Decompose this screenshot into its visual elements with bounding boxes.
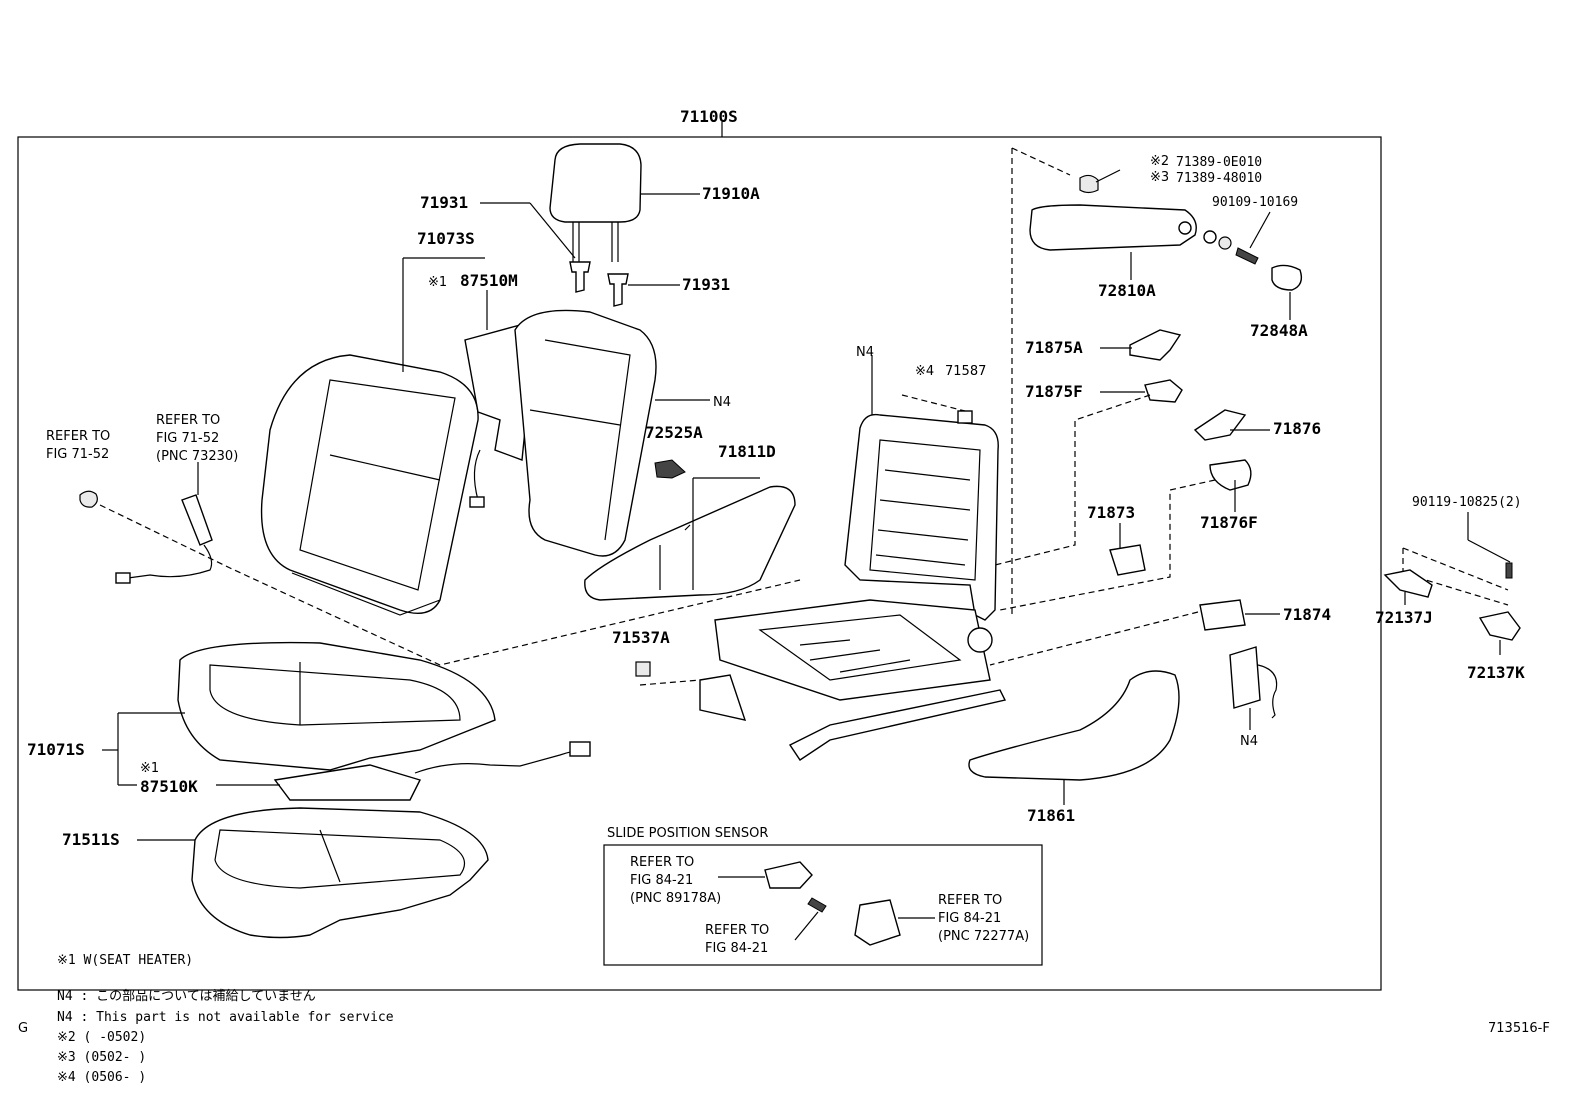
label-72525A: 72525A bbox=[645, 423, 703, 442]
label-71389-48010: 71389-48010 bbox=[1176, 171, 1262, 186]
bolt-drawing bbox=[1505, 562, 1513, 579]
headrest-guide-drawing bbox=[569, 261, 629, 307]
grommet-drawing bbox=[79, 490, 98, 508]
label-71910A: 71910A bbox=[702, 184, 760, 203]
clip-72525A-drawing bbox=[654, 459, 686, 479]
sensor-ref-a-line3: (PNC 89178A) bbox=[630, 891, 721, 906]
seatback-cover-drawing bbox=[260, 354, 479, 616]
label-71537A: 71537A bbox=[612, 628, 670, 647]
label-71874: 71874 bbox=[1283, 605, 1331, 624]
headrest-drawing bbox=[549, 143, 642, 262]
label-71931-lower: 71931 bbox=[682, 275, 730, 294]
refer-left-b-line2: FIG 71-52 bbox=[156, 431, 219, 446]
label-90109-10169: 90109-10169 bbox=[1212, 195, 1298, 210]
label-87510M: 87510M bbox=[460, 271, 518, 290]
mark-87510K: ※1 bbox=[140, 761, 159, 776]
label-71511S: 71511S bbox=[62, 830, 120, 849]
mark-71389-0E010: ※2 bbox=[1150, 154, 1169, 169]
cushion-heater-drawing bbox=[273, 741, 591, 801]
label-71931-upper: 71931 bbox=[420, 193, 468, 212]
hinge-covers-drawing bbox=[1109, 329, 1252, 631]
label-72810A: 72810A bbox=[1098, 281, 1156, 300]
seat-switch-drawing bbox=[1229, 646, 1278, 719]
label-n4-frame: N4 bbox=[856, 345, 874, 360]
label-71587: 71587 bbox=[945, 364, 986, 379]
label-71071S: 71071S bbox=[27, 740, 85, 759]
seatback-pad-drawing bbox=[514, 309, 657, 557]
label-71876F: 71876F bbox=[1200, 513, 1258, 532]
mark-71587: ※4 bbox=[915, 364, 934, 379]
mark-71389-48010: ※3 bbox=[1150, 170, 1169, 185]
note-mark2: ※2 ( -0502) bbox=[57, 1030, 146, 1045]
label-n4-back: N4 bbox=[713, 395, 731, 410]
note-mark4: ※4 (0506- ) bbox=[57, 1070, 146, 1085]
note-n4-en: N4 : This part is not available for serv… bbox=[57, 1010, 394, 1025]
pad-71587-drawing bbox=[957, 410, 973, 424]
sensor-ref-c-line2: FIG 84-21 bbox=[938, 911, 1001, 926]
label-n4-side: N4 bbox=[1240, 734, 1258, 749]
seat-frame-drawing bbox=[699, 413, 1007, 761]
label-72137K: 72137K bbox=[1467, 663, 1525, 682]
sensor-box-title: SLIDE POSITION SENSOR bbox=[607, 826, 768, 841]
slide-sensor-drawing bbox=[764, 861, 901, 946]
refer-left-a-line2: FIG 71-52 bbox=[46, 447, 109, 462]
buckle-drawing bbox=[115, 494, 213, 584]
inner-shield-drawing bbox=[584, 485, 796, 601]
refer-left-b-line3: (PNC 73230) bbox=[156, 449, 238, 464]
sensor-ref-a-line2: FIG 84-21 bbox=[630, 873, 693, 888]
sensor-ref-b-line1: REFER TO bbox=[705, 923, 769, 938]
label-90119-10825: 90119-10825(2) bbox=[1412, 495, 1522, 510]
armrest-drawing bbox=[1029, 174, 1303, 291]
cushion-pad-drawing bbox=[191, 807, 489, 939]
label-71861: 71861 bbox=[1027, 806, 1075, 825]
sensor-ref-c-line3: (PNC 72277A) bbox=[938, 929, 1029, 944]
label-72848A: 72848A bbox=[1250, 321, 1308, 340]
mark-87510M: ※1 bbox=[428, 275, 447, 290]
sensor-ref-b-line2: FIG 84-21 bbox=[705, 941, 768, 956]
refer-left-a-line1: REFER TO bbox=[46, 429, 110, 444]
label-71811D: 71811D bbox=[718, 442, 776, 461]
sensor-box bbox=[603, 844, 1043, 966]
label-87510K: 87510K bbox=[140, 777, 198, 796]
label-71873: 71873 bbox=[1087, 503, 1135, 522]
sensor-ref-c-line1: REFER TO bbox=[938, 893, 1002, 908]
note-n4-jp: N4 : この部品については補給していません bbox=[57, 989, 316, 1004]
assembly-frame bbox=[17, 136, 1382, 991]
legend-seat-heater: ※1 W(SEAT HEATER) bbox=[57, 953, 193, 968]
label-71073S: 71073S bbox=[417, 229, 475, 248]
label-71389-0E010: 71389-0E010 bbox=[1176, 155, 1262, 170]
figure-code: 713516-F bbox=[1488, 1021, 1550, 1036]
cushion-cover-drawing bbox=[177, 641, 496, 771]
sensor-ref-a-line1: REFER TO bbox=[630, 855, 694, 870]
assembly-label: 71100S bbox=[680, 107, 738, 126]
label-71875F: 71875F bbox=[1025, 382, 1083, 401]
side-cover-drawing bbox=[968, 670, 1180, 781]
label-72137J: 72137J bbox=[1375, 608, 1433, 627]
note-mark3: ※3 (0502- ) bbox=[57, 1050, 146, 1065]
label-71875A: 71875A bbox=[1025, 338, 1083, 357]
corner-letter: G bbox=[18, 1021, 28, 1036]
pad-71537A-drawing bbox=[635, 661, 651, 677]
label-71876: 71876 bbox=[1273, 419, 1321, 438]
brackets-72137-drawing bbox=[1383, 569, 1521, 641]
refer-left-b-line1: REFER TO bbox=[156, 413, 220, 428]
